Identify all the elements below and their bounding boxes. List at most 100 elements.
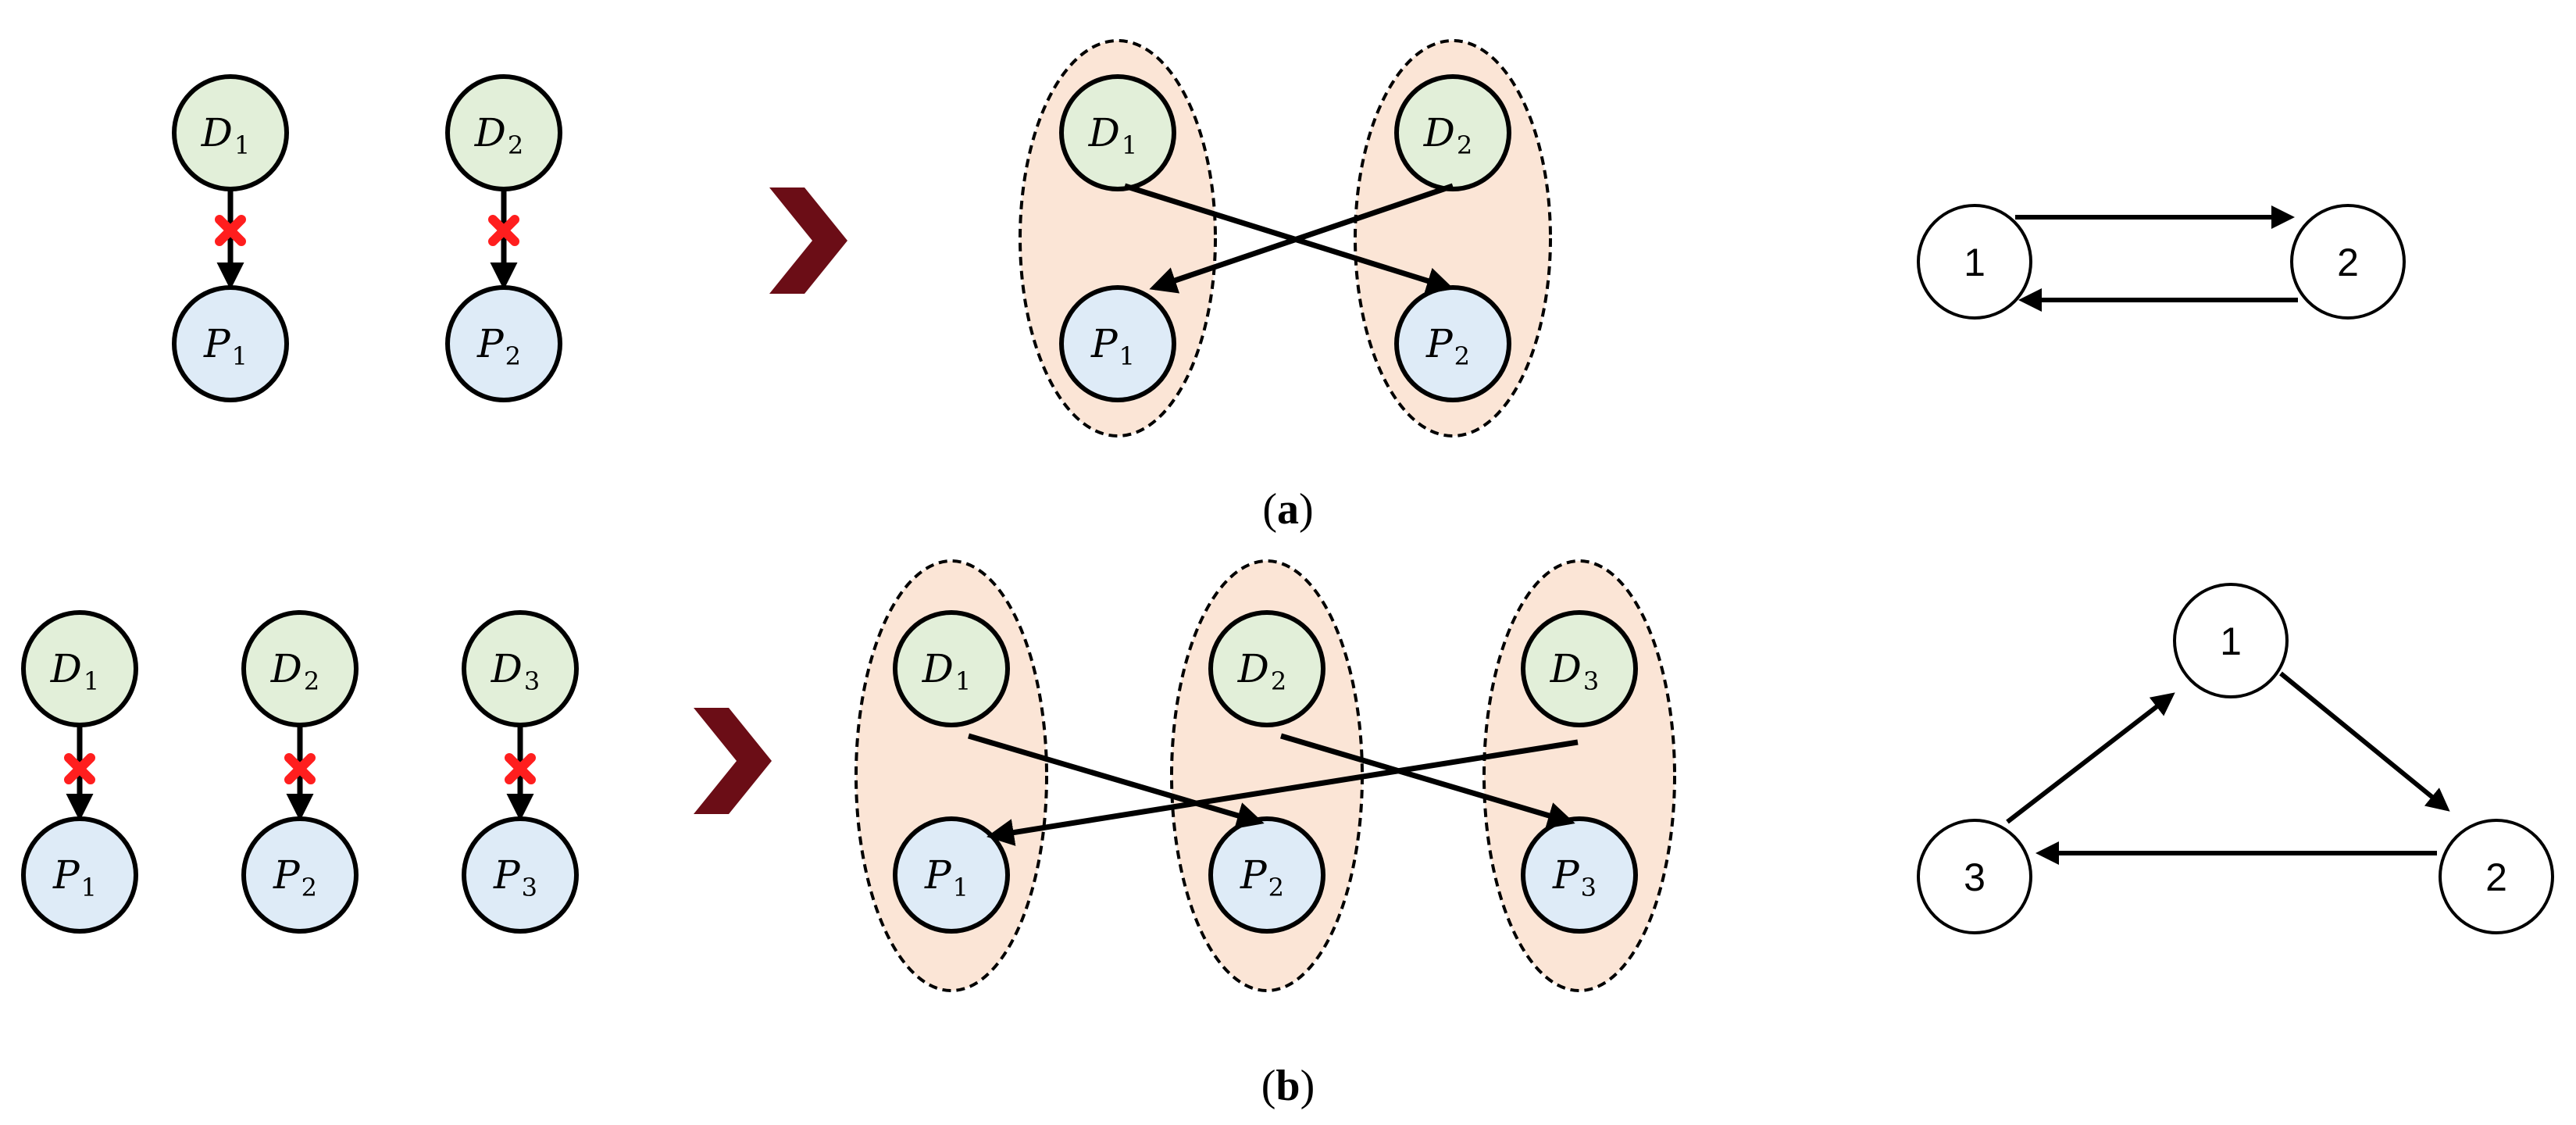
group-donor-node-1-label: D1 [1088,110,1137,160]
donor-node-3: D3 [462,610,579,727]
group-donor-node-1: D1 [893,610,1010,727]
donor-node-1-label-letter: D [50,646,82,691]
graph-edge-1-2 [2279,671,2450,812]
patient-node-2: P2 [241,816,359,934]
group-donor-node-1-circle [1059,74,1176,191]
group-donor-node-2-label-letter: D [1237,646,1269,691]
patient-node-2-label: P2 [476,321,521,371]
group-donor-node-2-label-subscript: 2 [1457,130,1472,160]
group-patient-node-1-circle [893,816,1010,934]
graph-node-1: 1 [1917,204,2032,320]
group-patient-node-1-label: P1 [924,852,969,902]
incompatible-x-icon-2 [284,753,316,784]
caption-b: (b) [1261,1062,1315,1110]
incompatible-x-icon-1 [64,753,95,784]
graph-edge-3-1 [2006,692,2175,824]
group-donor-node-1-label-subscript: 1 [1122,130,1137,160]
exchange-edge-d2-p1 [1149,183,1454,294]
group-patient-node-3-circle [1521,816,1638,934]
patient-node-2-label-subscript: 2 [301,873,317,902]
exchange-edge-d1-p2 [1123,183,1454,295]
chevron-arrow-icon-b [694,708,772,814]
group-donor-node-2-label: D2 [1423,110,1472,160]
caption-a: (a) [1262,485,1313,534]
patient-node-2-label-subscript: 2 [505,341,521,371]
patient-node-1-label: P1 [52,852,97,902]
panel-b-compatibility-graph: 1 2 3 [1917,583,2554,934]
group-donor-node-3-circle [1521,610,1638,727]
patient-node-2: P2 [445,285,562,402]
group-donor-node-2: D2 [1208,610,1325,727]
donor-node-1-label-letter: D [201,110,233,155]
group-donor-node-1-label-letter: D [1088,110,1120,155]
group-patient-node-2: P2 [1208,816,1325,934]
group-patient-node-1-label-letter: P [1090,321,1119,366]
donor-node-1-label-subscript: 1 [234,130,250,160]
graph-node-1-circle [1917,204,2032,320]
patient-node-2-label: P2 [273,852,317,902]
patient-node-1-label-letter: P [52,852,80,898]
donor-node-3-label: D3 [491,646,540,696]
donor-node-2-label-letter: D [270,646,302,691]
group-patient-node-2-label-subscript: 2 [1268,873,1284,902]
patient-node-1-label-letter: P [203,321,231,366]
patient-node-2-circle [445,285,562,402]
group-patient-node-1-label-letter: P [924,852,952,898]
group-donor-node-1-label: D1 [922,646,971,696]
group-donor-node-2-circle [1394,74,1511,191]
patient-node-1: P1 [21,816,138,934]
group-patient-node-3-label-subscript: 3 [1581,873,1597,902]
group-donor-node-2-label-letter: D [1423,110,1455,155]
group-patient-node-2-label-letter: P [1240,852,1268,898]
group-patient-node-1: P1 [1059,285,1176,402]
graph-node-3-circle [1917,819,2032,934]
donor-node-2-label-subscript: 2 [508,130,523,160]
donor-node-1-label-subscript: 1 [84,666,99,696]
graph-node-2-circle [2290,204,2406,320]
exchange-edge-d1-p2 [968,733,1265,829]
group-patient-node-1-label-subscript: 1 [1119,341,1135,371]
group-donor-node-3-label-letter: D [1550,646,1582,691]
donor-node-2-label: D2 [270,646,319,696]
group-donor-node-2-circle [1208,610,1325,727]
graph-node-1: 1 [2173,583,2289,698]
group-patient-node-2-circle [1394,285,1511,402]
donor-node-2-label-subscript: 2 [304,666,319,696]
donor-node-1-label: D1 [201,110,250,160]
caption-b-letter: b [1276,1062,1300,1110]
patient-node-3-label-subscript: 3 [522,873,537,902]
chevron-arrow-icon-a [769,188,847,294]
donor-node-2: D2 [445,74,562,191]
patient-node-1-label-subscript: 1 [232,341,248,371]
group-donor-node-2-label: D2 [1237,646,1286,696]
patient-node-1-circle [21,816,138,934]
patient-node-3: P3 [462,816,579,934]
group-donor-node-1-label-letter: D [922,646,954,691]
graph-node-2-label: 2 [2485,855,2507,899]
group-patient-node-1-circle [1059,285,1176,402]
group-donor-node-3-label: D3 [1550,646,1599,696]
patient-node-3-label-letter: P [493,852,521,898]
group-donor-node-3-label-subscript: 3 [1583,666,1599,696]
group-patient-node-2-label-subscript: 2 [1454,341,1470,371]
group-patient-node-2-label: P2 [1240,852,1284,902]
group-patient-node-1-label: P1 [1090,321,1135,371]
incompatible-x-icon-2 [488,215,519,246]
patient-node-2-label-letter: P [273,852,301,898]
patient-node-1-label: P1 [203,321,248,371]
graph-node-3-label: 3 [1964,855,1986,899]
graph-node-2: 2 [2290,204,2406,320]
patient-node-2-circle [241,816,359,934]
group-patient-node-2: P2 [1394,285,1511,402]
graph-node-1-label: 1 [2220,620,2242,663]
patient-node-3-label: P3 [493,852,537,902]
patient-node-1: P1 [172,285,289,402]
patient-node-1-label-subscript: 1 [81,873,97,902]
